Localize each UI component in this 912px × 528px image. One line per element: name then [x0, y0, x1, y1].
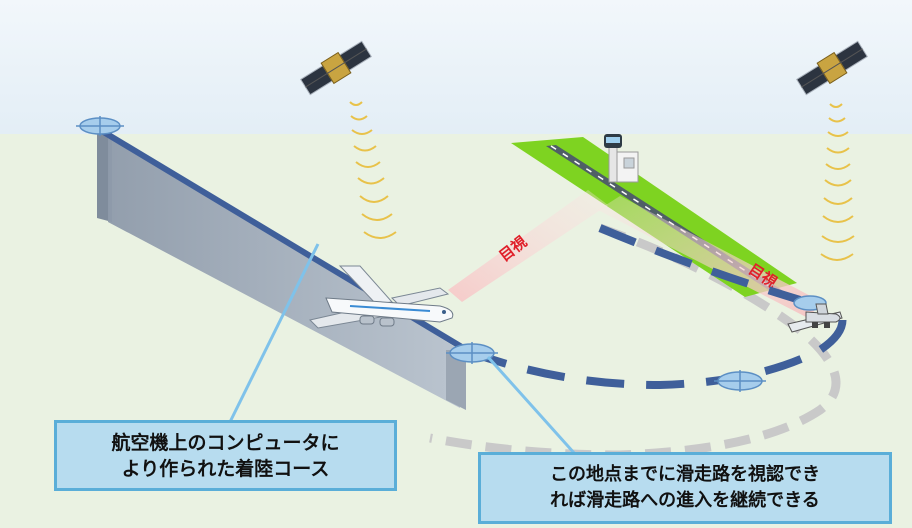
- visual-beam-right: [598, 196, 822, 318]
- signal-waves-left: [349, 101, 397, 239]
- callout-decision-point: この地点までに滑走路を視認でき れば滑走路への進入を継続できる: [478, 452, 892, 524]
- callout-right-line2: れば滑走路への進入を継続できる: [550, 490, 820, 511]
- satellite-left-icon: [300, 40, 372, 96]
- callout-left-line2: より作られた着陸コース: [121, 457, 330, 480]
- airplane-large-icon: [309, 265, 454, 329]
- callout-right-pointer: [486, 355, 577, 456]
- satellite-right-icon: [796, 40, 868, 96]
- callout-left-line1: 航空機上のコンピュータに: [111, 431, 340, 454]
- waypoint-spikes: [76, 116, 766, 392]
- blue-dashed-course: [468, 224, 847, 390]
- wall-lower: [446, 350, 466, 410]
- signal-waves-right: [820, 103, 855, 261]
- sky: [0, 0, 912, 134]
- visual-beam-left: [448, 190, 608, 302]
- wall-surface: [108, 132, 460, 408]
- callout-right-line1: この地点までに滑走路を視認でき: [550, 464, 820, 485]
- callout-left-pointer: [228, 243, 320, 423]
- airplane-small-icon: [787, 303, 843, 333]
- callout-computed-course: 航空機上のコンピュータに より作られた着陸コース: [54, 420, 397, 491]
- control-tower-icon: [604, 134, 639, 183]
